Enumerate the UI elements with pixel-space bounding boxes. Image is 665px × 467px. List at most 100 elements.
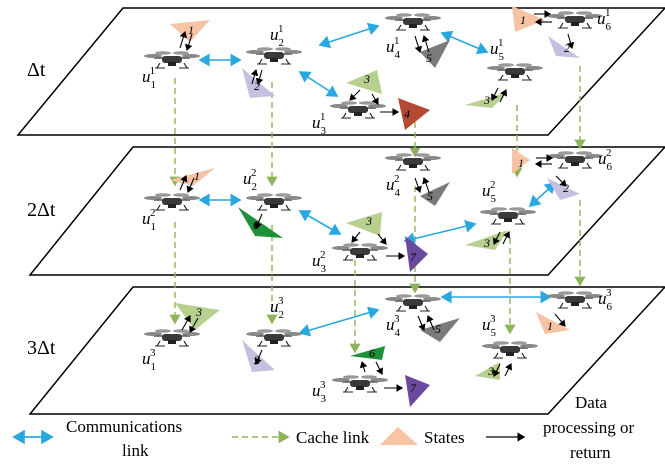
uav-symbol: u xyxy=(270,297,279,316)
process-arrows xyxy=(179,10,575,392)
state-number: 6 xyxy=(253,218,259,232)
svg-text:u32: u3 2 xyxy=(312,249,327,275)
svg-text:u22: u22 xyxy=(243,167,257,193)
legend-data-label-1: Data xyxy=(575,393,608,412)
uav-symbol: u xyxy=(142,349,151,368)
uav-time: 3 xyxy=(490,313,496,325)
legend-data-label-3: return xyxy=(570,443,611,462)
uav-symbol: u xyxy=(598,289,607,308)
uav-time: 1 xyxy=(150,65,156,77)
legend-cache-label: Cache link xyxy=(296,428,370,447)
state-triangle xyxy=(547,178,580,200)
uav-symbol: u xyxy=(386,37,395,56)
state-triangle xyxy=(346,212,382,236)
uav-index: 1 xyxy=(151,361,157,373)
uav-time: 3 xyxy=(150,347,156,359)
uav-index: 3 xyxy=(321,125,327,137)
uav-index: 1 xyxy=(151,79,156,91)
state-triangle xyxy=(242,340,275,372)
svg-text:u23: u23 xyxy=(270,295,284,321)
comm-link xyxy=(298,306,380,337)
state-number: 1 xyxy=(547,319,553,333)
uav-index: 3 xyxy=(321,393,327,405)
state-number: 6 xyxy=(369,346,375,360)
state-number: 1 xyxy=(188,23,194,37)
uav-time: 2 xyxy=(490,179,496,191)
legend-states-label: States xyxy=(424,428,465,447)
uav-symbol: u xyxy=(490,39,499,58)
uav-time: 1 xyxy=(278,23,284,35)
legend-data-label-2: processing or xyxy=(543,418,634,437)
uav-time: 2 xyxy=(150,207,156,219)
svg-text:u43: u4 3 xyxy=(386,313,401,339)
uav-symbol: u xyxy=(386,175,395,194)
uav-symbol: u xyxy=(482,181,491,200)
state-triangle xyxy=(420,40,450,68)
uav-time: 1 xyxy=(605,7,611,19)
uav-index: 1 xyxy=(151,221,157,233)
state-triangle xyxy=(420,182,450,206)
uav-index: 4 xyxy=(395,327,401,339)
state-triangle xyxy=(346,70,382,94)
uav-symbol: u xyxy=(386,315,395,334)
uav-time: 1 xyxy=(498,37,504,49)
uav-time: 3 xyxy=(278,295,284,307)
svg-text:u42: u42 xyxy=(386,173,401,199)
comm-link xyxy=(298,210,342,235)
svg-text:u33: u33 xyxy=(312,379,327,405)
state-number: 3 xyxy=(483,93,490,107)
state-number: 5 xyxy=(426,51,432,65)
state-number: 5 xyxy=(427,189,433,203)
uav-time: 1 xyxy=(394,35,400,47)
legend-comm-label-2: link xyxy=(122,441,149,460)
uav-index: 5 xyxy=(491,193,497,205)
svg-text:u61: u61 xyxy=(597,7,612,33)
time-label: 2Δt xyxy=(27,199,56,221)
uav-time: 1 xyxy=(320,111,326,123)
uav-time: 3 xyxy=(606,287,612,299)
states xyxy=(170,6,580,407)
state-number: 2 xyxy=(254,79,260,93)
state-number: 7 xyxy=(410,250,417,264)
legend: Communications link Cache link States Da… xyxy=(12,393,634,462)
svg-text:u63: u63 xyxy=(598,287,613,313)
state-triangle xyxy=(398,98,430,130)
state-triangle xyxy=(548,36,580,58)
svg-text:u53: u53 xyxy=(482,313,497,339)
uav-index: 4 xyxy=(395,187,401,199)
layer-plane-1 xyxy=(16,7,665,136)
state-number: 1 xyxy=(518,156,524,170)
uav-index: 6 xyxy=(606,21,612,33)
uav-index: 3 xyxy=(321,263,327,275)
comm-link xyxy=(318,22,380,49)
uav-time: 3 xyxy=(320,379,326,391)
state-number: 2 xyxy=(254,353,260,367)
state-number: 5 xyxy=(435,322,441,336)
svg-text:u11: u1 1 xyxy=(142,65,156,91)
legend-state-icon xyxy=(380,427,418,445)
time-label: Δt xyxy=(27,59,46,81)
svg-text:u31: u31 xyxy=(312,111,327,137)
uav-symbol: u xyxy=(142,67,151,86)
state-triangle xyxy=(512,148,530,174)
svg-text:u51: u51 xyxy=(490,37,505,63)
uav-symbol: u xyxy=(598,149,607,168)
state-number: 7 xyxy=(410,381,417,395)
uav-index: 2 xyxy=(279,37,285,49)
uav-time: 3 xyxy=(394,313,400,325)
state-triangle xyxy=(536,312,570,334)
svg-text:u21: u2 1 xyxy=(270,23,284,49)
state-triangle xyxy=(170,20,210,42)
state-triangle xyxy=(350,346,385,360)
svg-text:u52: u5 2 xyxy=(482,179,497,205)
uav-symbol: u xyxy=(270,25,279,44)
svg-text:u62: u62 xyxy=(598,147,613,173)
uav-index: 2 xyxy=(252,181,258,193)
uav-labels: u11 u21 u31 u41 u51 u61 u12 u22 u32 u42 … xyxy=(142,7,613,405)
state-triangle xyxy=(512,6,545,32)
state-number: 2 xyxy=(563,181,569,195)
uav-symbol: u xyxy=(312,251,321,270)
uav-time: 2 xyxy=(320,249,326,261)
svg-text:u12: u12 xyxy=(142,207,156,233)
